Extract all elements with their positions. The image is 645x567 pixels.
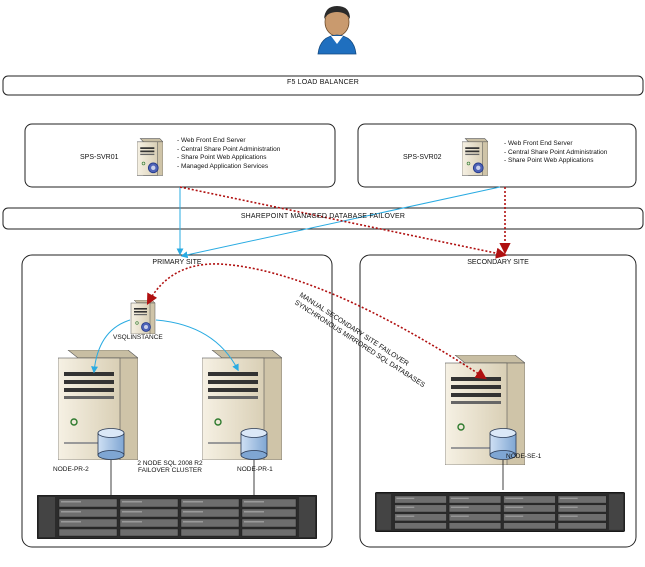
load-balancer-label: F5 LOAD BALANCER [286, 79, 360, 86]
server1-role: Web Front End Server [177, 137, 280, 146]
cluster-label: 2 NODE SQL 2008 R2 FAILOVER CLUSTER [122, 460, 218, 474]
db-failover: SHAREPOINT MANAGED DATABASE FAILOVER [3, 208, 643, 229]
server2-role: Web Front End Server [504, 140, 607, 149]
cluster-label-line2: FAILOVER CLUSTER [138, 467, 202, 474]
server1-roles: Web Front End Server Central Share Point… [177, 137, 280, 171]
node-pr-1-disk-icon [240, 428, 268, 460]
load-balancer-bar [2, 75, 644, 96]
primary-storage-array-icon [37, 495, 317, 539]
db-failover-bar [2, 207, 644, 230]
sql-instance-icon [130, 300, 156, 334]
node-pr-2-disk-icon [97, 428, 125, 460]
user-icon [317, 6, 357, 55]
secondary-storage-array-icon [375, 491, 625, 533]
failover-mirroring-arrow [146, 263, 487, 380]
server2-role: Central Share Point Administration [504, 149, 607, 158]
server2-icon [462, 137, 488, 177]
server1-role: Share Point Web Applications [177, 154, 280, 163]
primary-site-title: PRIMARY SITE [152, 259, 202, 266]
sql-instance-label: VSQLINSTANCE [113, 334, 163, 341]
server2-role: Share Point Web Applications [504, 157, 607, 166]
node-se-1-label: NODE-SE-1 [506, 453, 542, 460]
node-pr-1-label: NODE-PR-1 [237, 466, 273, 473]
load-balancer: F5 LOAD BALANCER [3, 76, 643, 95]
node-pr-2-label: NODE-PR-2 [53, 466, 89, 473]
server1-name: SPS-SVR01 [80, 154, 119, 161]
cluster-label-line1: 2 NODE SQL 2008 R2 [137, 460, 203, 467]
storage-connectors [110, 460, 504, 495]
instance-to-node-pr-2-arrow [91, 319, 131, 374]
server1-role: Central Share Point Administration [177, 146, 280, 155]
svr01-to-secondary-arrow [179, 186, 508, 259]
db-failover-label: SHAREPOINT MANAGED DATABASE FAILOVER [240, 213, 406, 220]
server2-name: SPS-SVR02 [403, 154, 442, 161]
server1-role: Managed Application Services [177, 163, 280, 172]
secondary-site-title: SECONDARY SITE [467, 259, 529, 266]
server2-roles: Web Front End Server Central Share Point… [504, 140, 607, 166]
server1-icon [137, 137, 163, 177]
